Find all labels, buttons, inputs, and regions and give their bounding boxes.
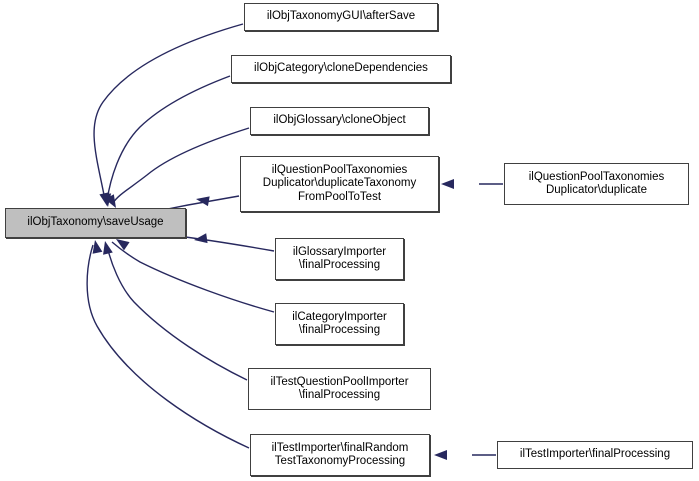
graph-edge-node2-to-node1	[93, 23, 244, 201]
graph-arrowhead-node3-to-node1	[101, 193, 112, 207]
graph-arrowhead-node5-to-node1	[196, 196, 210, 207]
graph-edge-node10-to-node1	[86, 244, 250, 449]
graph-node-node10[interactable]: ilTestImporter\finalRandom TestTaxonomyP…	[250, 434, 430, 476]
graph-node-node11[interactable]: ilTestImporter\finalProcessing	[497, 441, 693, 469]
graph-arrowhead-node10-to-node1	[92, 240, 103, 254]
graph-arrowhead-node7-to-node1	[194, 233, 208, 244]
graph-node-node2[interactable]: ilObjTaxonomyGUI\afterSave	[244, 3, 438, 31]
graph-arrowhead-node11-to-node10	[434, 450, 447, 460]
graph-node-label: ilObjTaxonomyGUI\afterSave	[266, 10, 416, 23]
graph-node-node9[interactable]: ilTestQuestionPoolImporter \finalProcess…	[248, 368, 431, 410]
graph-node-node8[interactable]: ilCategoryImporter \finalProcessing	[275, 303, 404, 345]
graph-node-label: ilQuestionPoolTaxonomies Duplicator\dupl…	[528, 170, 665, 196]
graph-node-label: ilObjCategory\cloneDependencies	[254, 62, 428, 75]
graph-edge-node8-to-node1	[111, 241, 275, 313]
graph-node-label: ilGlossaryImporter \finalProcessing	[292, 245, 387, 271]
graph-node-label: ilQuestionPoolTaxonomies Duplicator\dupl…	[262, 164, 417, 203]
graph-node-label: ilCategoryImporter \finalProcessing	[292, 310, 387, 336]
graph-node-node1[interactable]: ilObjTaxonomy\saveUsage	[5, 208, 186, 238]
graph-arrowhead-node2-to-node1	[99, 192, 110, 206]
graph-node-node7[interactable]: ilGlossaryImporter \finalProcessing	[275, 238, 404, 280]
graph-node-node4[interactable]: ilObjGlossary\cloneObject	[250, 107, 429, 135]
graph-edge-node9-to-node1	[106, 245, 248, 381]
graph-arrowhead-node6-to-node5	[441, 179, 454, 189]
graph-arrowhead-node9-to-node1	[103, 241, 113, 255]
graph-node-node3[interactable]: ilObjCategory\cloneDependencies	[231, 55, 451, 83]
graph-node-label: ilTestImporter\finalProcessing	[519, 448, 671, 461]
graph-node-label: ilTestQuestionPoolImporter \finalProcess…	[270, 375, 409, 401]
graph-node-label: ilTestImporter\finalRandom TestTaxonomyP…	[271, 441, 409, 467]
graph-edge-node4-to-node1	[112, 127, 250, 204]
graph-node-node6[interactable]: ilQuestionPoolTaxonomies Duplicator\dupl…	[504, 163, 689, 205]
graph-edge-node3-to-node1	[106, 75, 231, 202]
graph-node-label: ilObjGlossary\cloneObject	[273, 114, 406, 127]
graph-node-label: ilObjTaxonomy\saveUsage	[27, 216, 164, 229]
graph-node-node5[interactable]: ilQuestionPoolTaxonomies Duplicator\dupl…	[240, 156, 439, 212]
